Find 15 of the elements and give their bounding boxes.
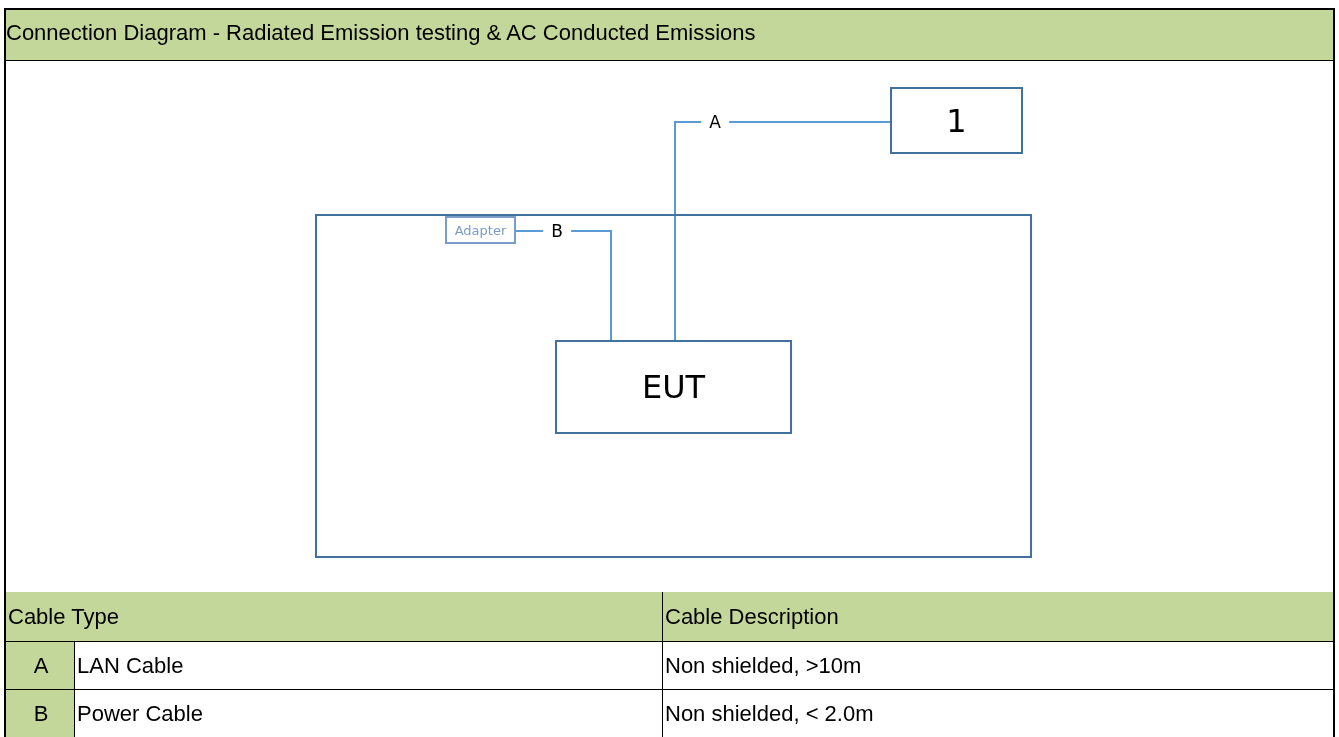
title-bar: Connection Diagram - Radiated Emission testing & AC Conducted Emissions [6, 10, 1333, 61]
table-cell: B [6, 690, 75, 737]
table-cell: A [6, 642, 75, 690]
eut-box [555, 340, 792, 434]
cable-line [674, 121, 891, 341]
table-cell: LAN Cable [75, 642, 663, 690]
table-header-cell: Cable Description [663, 592, 1333, 642]
box-label: 1 [946, 101, 967, 140]
table-cell: Power Cable [75, 690, 663, 737]
box-label: Adapter [454, 222, 507, 238]
equipment-box [890, 87, 1023, 154]
box-label: EUT [641, 368, 706, 406]
test-area-box [315, 214, 1032, 558]
table-header-cell: Cable Type [6, 592, 663, 642]
adapter-box [445, 216, 516, 244]
